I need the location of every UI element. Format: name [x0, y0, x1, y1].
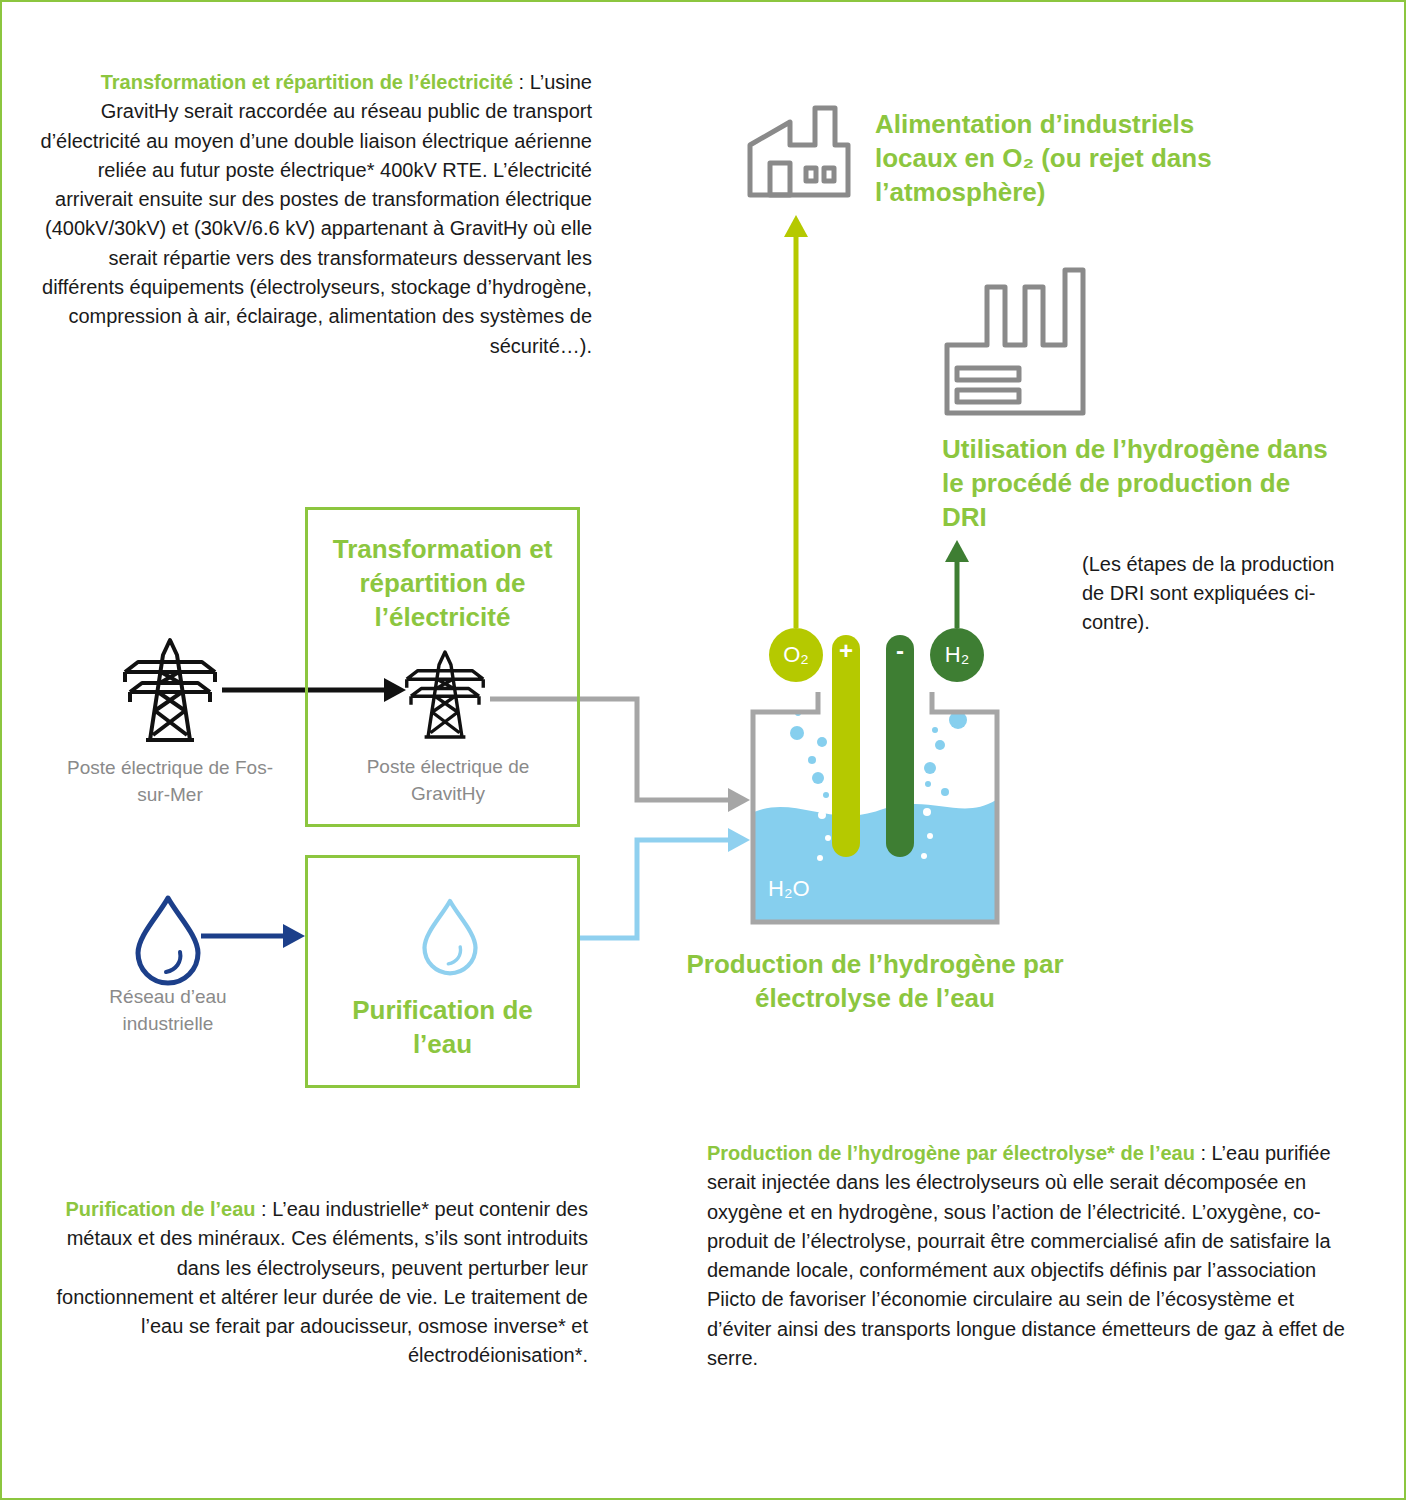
node-title: Transformation et répartition de l’élect…	[328, 532, 557, 634]
flow-arrow	[784, 215, 808, 628]
tank-outline	[753, 692, 997, 922]
electrolyser-water	[754, 710, 996, 921]
flow-arrow	[580, 828, 750, 938]
pylon-icon	[125, 640, 215, 740]
node-title: H₂	[930, 641, 984, 669]
explanation-paragraph: Transformation et répartition de l’élect…	[40, 68, 592, 361]
node-title: H₂O	[768, 876, 810, 902]
electrode-sign: +	[839, 637, 853, 665]
flow-arrow	[201, 924, 305, 948]
flow-line	[580, 840, 732, 938]
cathode	[886, 635, 914, 857]
flow-arrow	[945, 540, 969, 628]
flow-arrow	[490, 699, 750, 812]
arrowhead	[945, 540, 969, 562]
node-title: Poste électrique de Fos-sur-Mer	[62, 754, 278, 808]
water-source-node: Réseau d’eau industrielle	[135, 895, 201, 977]
node-title: Purification de l’eau	[328, 993, 557, 1061]
gas-circle: H₂	[930, 628, 984, 682]
arrowhead	[728, 828, 750, 852]
node-note: Production de l’hydrogène par électrolys…	[678, 947, 1072, 1015]
flow-arrow	[222, 678, 406, 702]
water-drop-icon	[425, 901, 476, 973]
node-title: O₂	[769, 641, 823, 669]
paragraph-body: : L’eau industrielle* peut contenir des …	[57, 1198, 588, 1366]
consumer-node: Utilisation de l’hydrogène dans le procé…	[940, 265, 1332, 540]
node-title: Utilisation de l’hydrogène dans le procé…	[942, 432, 1330, 534]
paragraph-body: : L’eau purifiée serait injectée dans le…	[707, 1142, 1345, 1369]
arrowhead	[728, 788, 750, 812]
pylon-icon	[407, 652, 484, 737]
arrowhead	[283, 924, 305, 948]
electrolyser-tank: H₂OProduction de l’hydrogène par électro…	[750, 690, 1000, 925]
paragraph-heading: Production de l’hydrogène par électrolys…	[707, 1142, 1195, 1164]
paragraph-heading: Transformation et répartition de l’élect…	[101, 71, 513, 93]
paragraph-heading: Purification de l’eau	[66, 1198, 256, 1220]
node-note: (Les étapes de la production de DRI sont…	[1082, 550, 1344, 637]
process-box: Purification de l’eau	[305, 855, 580, 1088]
flow-line	[201, 934, 287, 939]
explanation-paragraph: Purification de l’eau : L’eau industriel…	[56, 1195, 588, 1371]
paragraph-body: : L’usine GravitHy serait raccordée au r…	[41, 71, 592, 357]
process-box: Transformation et répartition de l’élect…	[305, 507, 580, 827]
anode	[832, 635, 860, 857]
explanation-paragraph: Production de l’hydrogène par électrolys…	[707, 1139, 1347, 1373]
node-title: Alimentation d’industriels locaux en O₂ …	[875, 107, 1263, 209]
node-title: Poste électrique de GravitHy	[343, 753, 553, 807]
water-drop-icon	[138, 898, 198, 983]
node-title: Réseau d’eau industrielle	[65, 983, 271, 1037]
gas-circle: O₂	[769, 628, 823, 682]
flow-line	[955, 558, 960, 628]
flow-line	[490, 699, 732, 800]
electrode-sign: -	[896, 637, 904, 665]
substation-node: Poste électrique de GravitHy	[406, 655, 490, 743]
factory-icon	[947, 270, 1083, 413]
substation-node: Poste électrique de Fos-sur-Mer	[118, 640, 222, 740]
consumer-node: Alimentation d’industriels locaux en O₂ …	[745, 105, 1265, 215]
factory-icon	[750, 108, 848, 195]
flow-line	[794, 233, 799, 628]
arrowhead	[384, 678, 406, 702]
arrowhead	[784, 215, 808, 237]
